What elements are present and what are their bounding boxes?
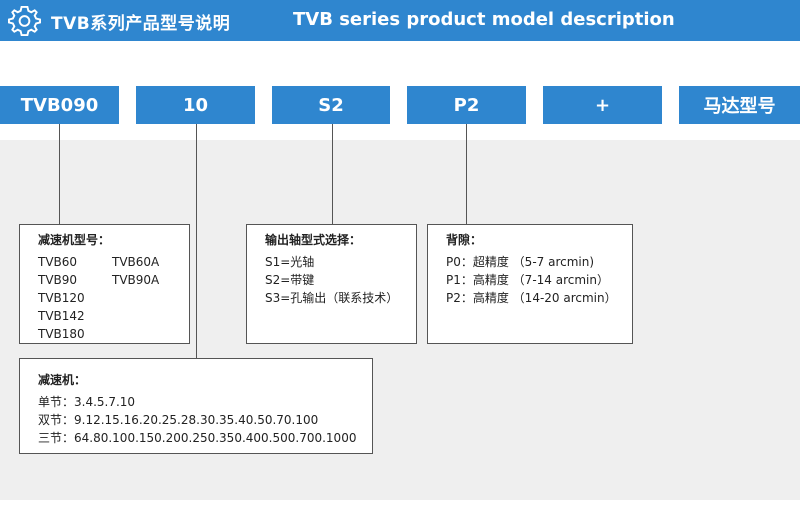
gear-icon	[8, 5, 41, 37]
reducer-model-box: 减速机型号： TVB60 TVB90 TVB120 TVB142 TVB180 …	[19, 224, 190, 344]
output-shaft-item: S3=孔输出（联系技术）	[265, 291, 399, 305]
model-segment-ratio: 10	[136, 86, 255, 124]
reducer-model-title: 减速机型号：	[38, 233, 111, 247]
reducer-model-item: TVB60A	[112, 255, 160, 269]
model-segment-reducer: TVB090	[0, 86, 119, 124]
connector-line	[59, 124, 60, 225]
ratio-item: 双节：9.12.15.16.20.25.28.30.35.40.50.70.10…	[38, 413, 319, 427]
ratio-box: 减速机： 单节：3.4.5.7.10 双节：9.12.15.16.20.25.2…	[19, 358, 373, 454]
reducer-model-item: TVB90	[38, 273, 78, 287]
reducer-model-item: TVB60	[38, 255, 78, 269]
header-title-en: TVB series product model description	[293, 9, 675, 30]
connector-line	[332, 124, 333, 225]
backlash-item: P2：高精度 （14-20 arcmin）	[446, 291, 617, 305]
backlash-item: P1：高精度 （7-14 arcmin）	[446, 273, 609, 287]
model-segment-backlash: P2	[407, 86, 526, 124]
ratio-item: 三节：64.80.100.150.200.250.350.400.500.700…	[38, 431, 357, 445]
connector-line	[466, 124, 467, 225]
backlash-box: 背隙： P0：超精度 （5-7 arcmin) P1：高精度 （7-14 arc…	[427, 224, 633, 344]
model-segment-plus: +	[543, 86, 662, 124]
reducer-model-item: TVB180	[38, 327, 85, 341]
ratio-title: 减速机：	[38, 373, 87, 387]
output-shaft-title: 输出轴型式选择：	[265, 233, 362, 247]
output-shaft-item: S1=光轴	[265, 255, 315, 269]
connector-line	[196, 124, 197, 359]
output-shaft-box: 输出轴型式选择： S1=光轴 S2=带键 S3=孔输出（联系技术）	[246, 224, 417, 344]
reducer-model-item: TVB120	[38, 291, 85, 305]
ratio-item: 单节：3.4.5.7.10	[38, 395, 136, 409]
model-segment-shaft: S2	[272, 86, 390, 124]
reducer-model-item: TVB142	[38, 309, 85, 323]
output-shaft-item: S2=带键	[265, 273, 315, 287]
header-bar: TVB系列产品型号说明 TVB series product model des…	[0, 0, 800, 41]
backlash-title: 背隙：	[446, 233, 483, 247]
model-segment-motor: 马达型号	[679, 86, 800, 124]
header-title-cn: TVB系列产品型号说明	[51, 14, 231, 34]
backlash-item: P0：超精度 （5-7 arcmin)	[446, 255, 595, 269]
reducer-model-item: TVB90A	[112, 273, 160, 287]
